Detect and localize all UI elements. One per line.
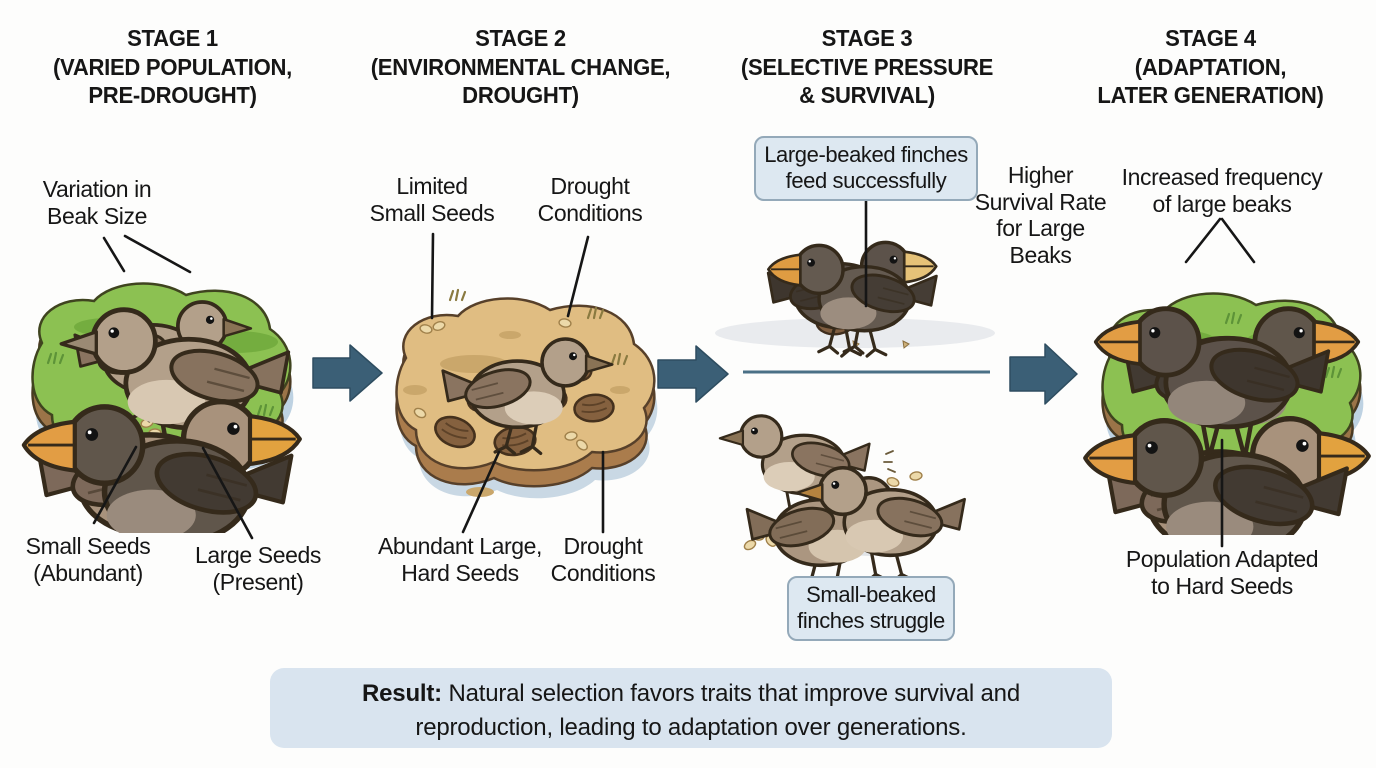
label-population-adapted: Population Adapted to Hard Seeds — [1125, 546, 1319, 599]
label-variation-beak-size: Variation in Beak Size — [42, 176, 152, 229]
stage3-title: STAGE 3 (SELECTIVE PRESSURE & SURVIVAL) — [740, 25, 994, 109]
result-summary-box: Result: Natural selection favors traits … — [270, 668, 1112, 748]
result-prefix: Result: — [362, 680, 442, 707]
label-abundant-hard-seeds: Abundant Large, Hard Seeds — [377, 533, 543, 586]
stage4-title: STAGE 4 (ADAPTATION, LATER GENERATION) — [1097, 25, 1324, 109]
stage4-island-scene — [1083, 292, 1371, 535]
label-small-seeds-abundant: Small Seeds (Abundant) — [25, 533, 151, 586]
stage1-island-scene — [22, 282, 302, 533]
label-large-seeds-present: Large Seeds (Present) — [194, 542, 322, 595]
label-limited-small-seeds: Limited Small Seeds — [369, 173, 495, 226]
callout-small-beaked-struggle: Small-beaked finches struggle — [787, 576, 955, 641]
result-body: Natural selection favors traits that imp… — [415, 680, 1020, 741]
stage2-title: STAGE 2 (ENVIRONMENTAL CHANGE, DROUGHT) — [370, 25, 671, 109]
stage3-struggle-scene — [719, 414, 966, 578]
callout-large-beaked-success: Large-beaked finches feed successfully — [754, 136, 978, 201]
label-drought-conditions-bottom: Drought Conditions — [550, 533, 656, 586]
label-higher-survival-rate: Higher Survival Rate for Large Beaks — [974, 162, 1107, 269]
ground-shadow — [715, 318, 995, 348]
struggle-marks — [883, 450, 896, 473]
label-drought-conditions-top: Drought Conditions — [537, 173, 643, 226]
stage3-feeding-scene — [715, 241, 995, 358]
stage1-title: STAGE 1 (VARIED POPULATION, PRE-DROUGHT) — [52, 25, 293, 109]
label-increased-frequency: Increased frequency of large beaks — [1121, 164, 1323, 217]
arrow-right-icon — [1009, 343, 1078, 405]
stage2-drought-scene — [395, 288, 658, 499]
